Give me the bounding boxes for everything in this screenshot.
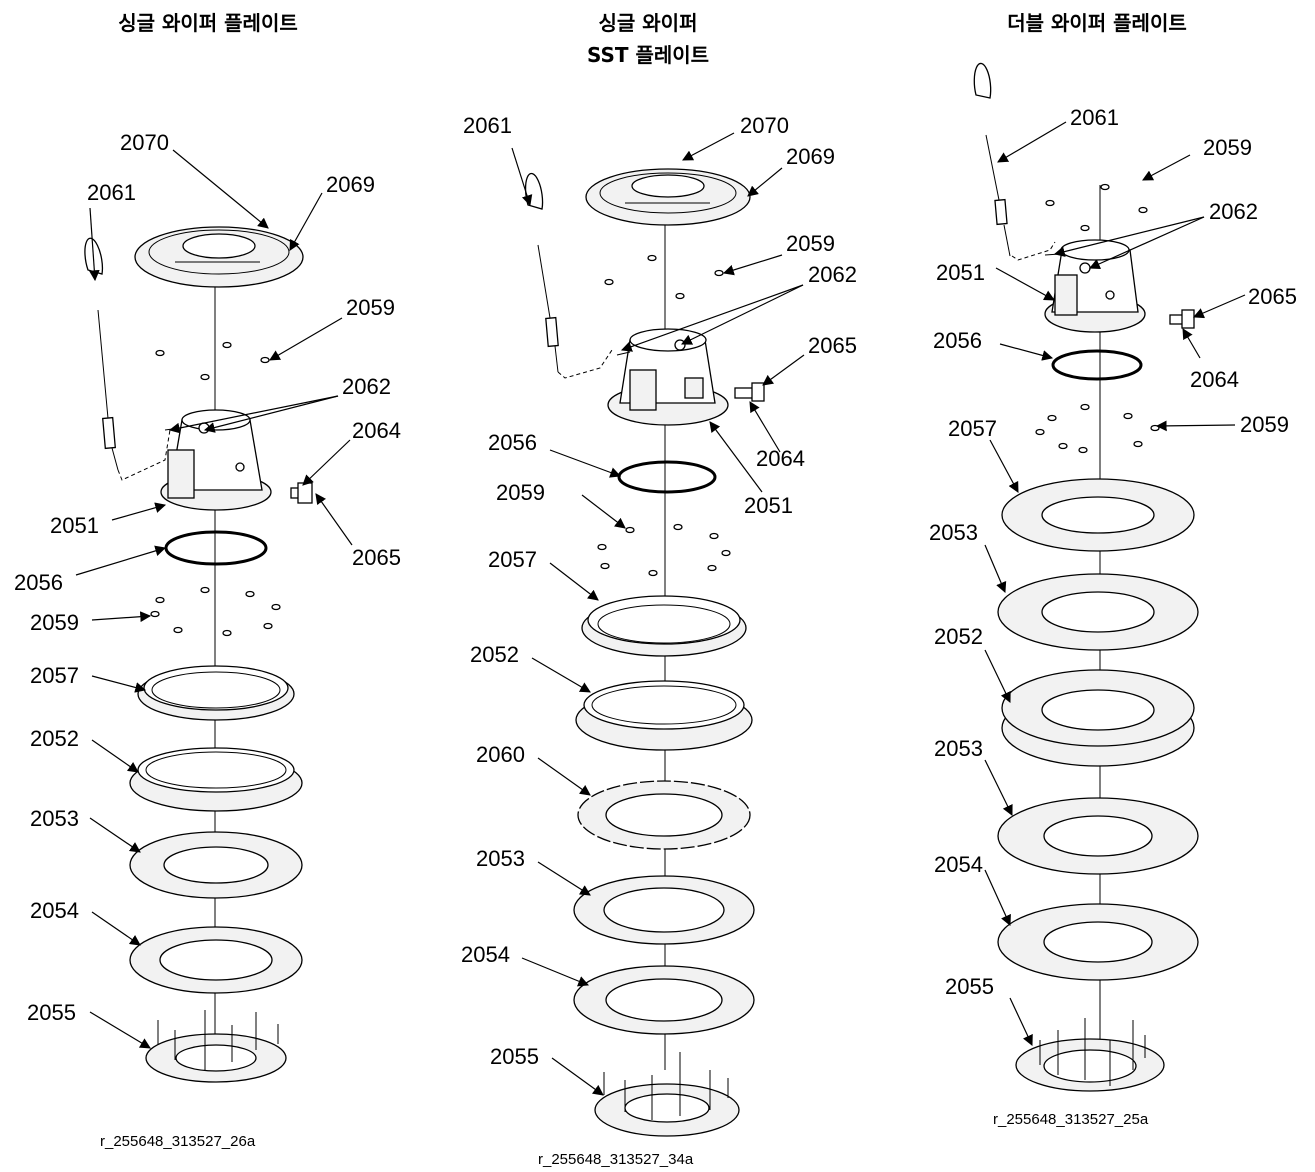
part-2051-housing	[1044, 239, 1195, 333]
part-2061-rod	[973, 62, 1011, 257]
part-2069-cover	[585, 168, 751, 226]
label-2057-c2: 2057	[488, 547, 537, 572]
column-1-title: 싱글 와이퍼 플레이트	[118, 11, 298, 35]
label-2053-c1: 2053	[30, 806, 79, 831]
label-2065-c1: 2065	[352, 545, 401, 570]
label-2059-c3a: 2059	[1203, 135, 1252, 160]
part-2057-retainer	[137, 665, 295, 721]
label-2064-c2: 2064	[756, 446, 805, 471]
part-2056-o-ring	[617, 460, 717, 494]
part-2053-plate	[573, 875, 755, 945]
column-3-title: 더블 와이퍼 플레이트	[1007, 11, 1187, 35]
label-2060-c2: 2060	[476, 742, 525, 767]
label-2061-c3: 2061	[1070, 105, 1119, 130]
column-2-assembly: 2070 2069 2061 2059 2062 2065 2064 2051 …	[461, 113, 857, 1168]
part-2059-nuts-lower	[150, 586, 281, 637]
label-2059-c2a: 2059	[786, 231, 835, 256]
label-2059-c1a: 2059	[346, 295, 395, 320]
part-2053-plate	[129, 831, 303, 899]
label-2056-c1: 2056	[14, 570, 63, 595]
part-2056-o-ring	[164, 530, 268, 566]
column-1-assembly: 2070 2069 2061 2059 2062 2064 2051 2065 …	[14, 130, 401, 1150]
part-2052-wiper	[129, 747, 303, 812]
part-2059-nuts-lower	[1035, 403, 1160, 454]
label-2069-c1: 2069	[326, 172, 375, 197]
label-2054-c2: 2054	[461, 942, 510, 967]
part-2051-housing	[160, 409, 313, 511]
label-2053-c2: 2053	[476, 846, 525, 871]
part-2055-base	[1015, 1018, 1165, 1092]
label-2065-c2: 2065	[808, 333, 857, 358]
figure-ref-c3: r_255648_313527_25a	[993, 1111, 1149, 1128]
label-2062-c3: 2062	[1209, 199, 1258, 224]
label-2054-c1: 2054	[30, 898, 79, 923]
label-2053-c3b: 2053	[934, 736, 983, 761]
label-2051-c3: 2051	[936, 260, 985, 285]
label-2052-c3: 2052	[934, 624, 983, 649]
part-2053-plate-lower	[997, 797, 1199, 875]
part-2069-cover	[134, 226, 304, 288]
part-2054-plate	[997, 903, 1199, 981]
part-2054-plate	[129, 926, 303, 994]
part-2061-rod	[524, 172, 559, 373]
label-2056-c3: 2056	[933, 328, 982, 353]
label-2054-c3: 2054	[934, 852, 983, 877]
part-2059-nuts-top	[1045, 183, 1148, 232]
label-2057-c1: 2057	[30, 663, 79, 688]
label-2059-c1b: 2059	[30, 610, 79, 635]
label-2051-c2: 2051	[744, 493, 793, 518]
label-2065-c3: 2065	[1248, 284, 1297, 309]
label-2053-c3a: 2053	[929, 520, 978, 545]
label-2070-c1: 2070	[120, 130, 169, 155]
column-2-title-line-2: SST 플레이트	[587, 43, 709, 67]
part-2053-plate-upper	[997, 573, 1199, 651]
part-2054-plate	[573, 965, 755, 1035]
part-2060-scalloped-plate	[577, 780, 751, 850]
part-2051-housing	[607, 328, 765, 426]
label-2051-c1: 2051	[50, 513, 99, 538]
label-2064-c3: 2064	[1190, 367, 1239, 392]
label-2056-c2: 2056	[488, 430, 537, 455]
column-3-assembly: 2061 2059 2062 2051 2065 2056 2064 2059 …	[929, 62, 1297, 1128]
label-2069-c2: 2069	[786, 144, 835, 169]
part-2055-base	[594, 1052, 740, 1137]
label-2064-c1: 2064	[352, 418, 401, 443]
label-2055-c2: 2055	[490, 1044, 539, 1069]
part-2059-nuts-lower	[597, 523, 731, 577]
part-2059-nuts-top	[604, 254, 724, 300]
figure-ref-c1: r_255648_313527_26a	[100, 1133, 256, 1150]
label-2055-c1: 2055	[27, 1000, 76, 1025]
part-2057-retainer	[581, 595, 747, 657]
part-2059-nuts-top	[155, 341, 270, 381]
part-2061-rod	[84, 237, 119, 471]
part-2056-o-ring	[1051, 349, 1143, 381]
part-2052-wiper	[1001, 669, 1195, 767]
label-2070-c2: 2070	[740, 113, 789, 138]
label-2059-c3b: 2059	[1240, 412, 1289, 437]
label-2052-c2: 2052	[470, 642, 519, 667]
label-2062-c2: 2062	[808, 262, 857, 287]
label-2061-c1: 2061	[87, 180, 136, 205]
part-2052-wiper	[575, 680, 753, 751]
part-2057-plate	[1001, 478, 1195, 552]
figure-ref-c2: r_255648_313527_34a	[538, 1151, 694, 1168]
label-2057-c3: 2057	[948, 416, 997, 441]
label-2052-c1: 2052	[30, 726, 79, 751]
label-2059-c2b: 2059	[496, 480, 545, 505]
part-2055-base	[145, 1010, 287, 1083]
label-2062-c1: 2062	[342, 374, 391, 399]
label-2055-c3: 2055	[945, 974, 994, 999]
column-2-title-line-1: 싱글 와이퍼	[599, 11, 698, 35]
label-2061-c2: 2061	[463, 113, 512, 138]
